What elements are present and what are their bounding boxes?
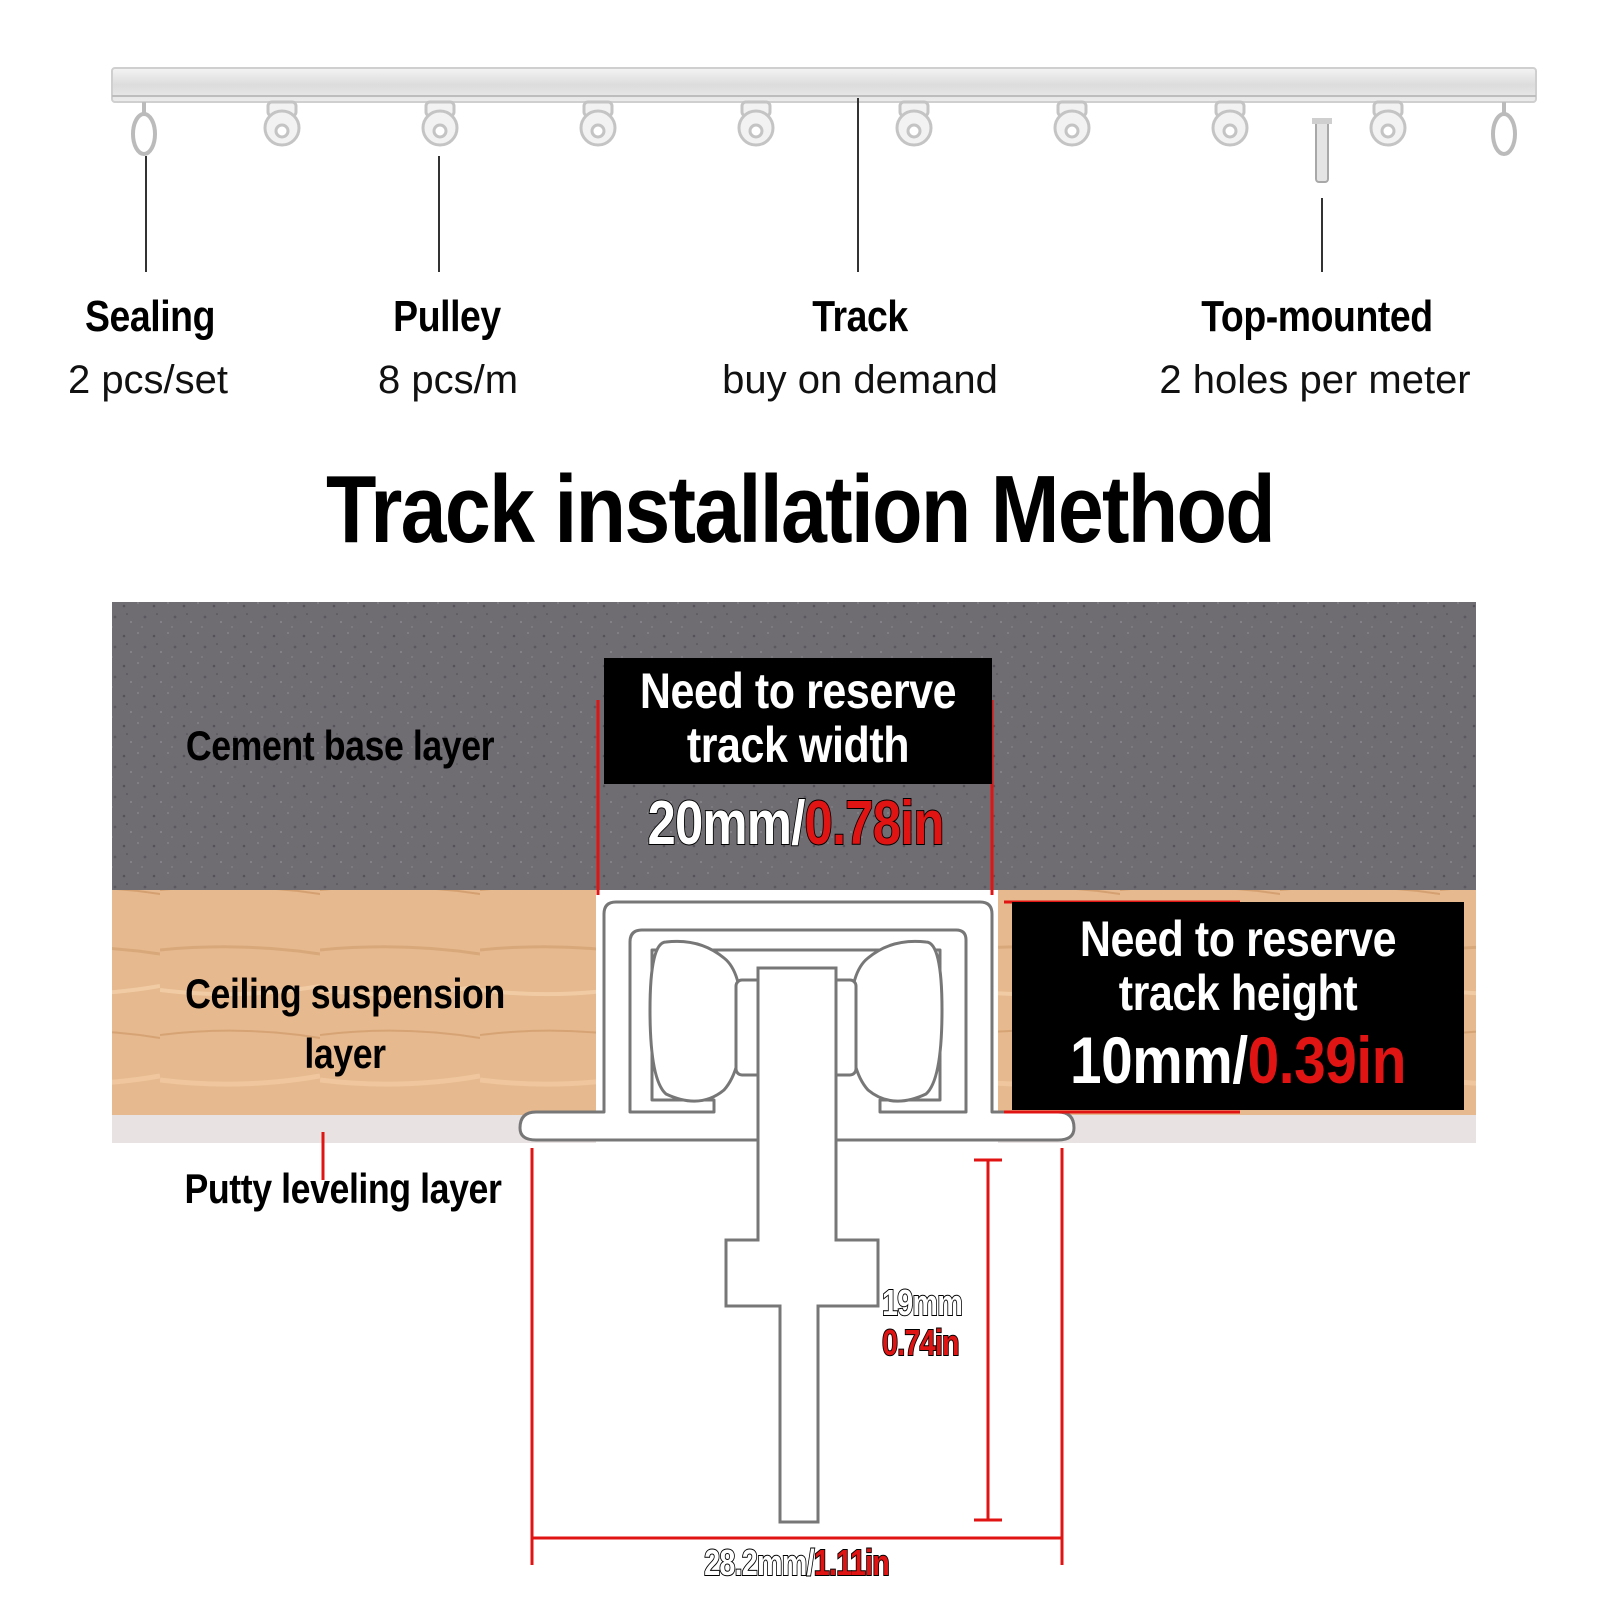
part-detail-sealing: 2 pcs/set — [67, 358, 229, 402]
width-callout-line1: Need to reserve — [639, 663, 957, 719]
height-value: 10mm/0.39in — [1044, 1020, 1433, 1100]
horizontal-dimension-metric: 28.2mm/ — [704, 1541, 816, 1584]
putty-layer-label: Putty leveling layer — [184, 1165, 502, 1212]
width-callout-line2: track width — [686, 717, 910, 773]
part-title-track: Track — [812, 292, 908, 341]
width-value-metric: 20mm/ — [647, 788, 806, 859]
sealing-clip-left — [131, 102, 157, 156]
part-title-pulley: Pulley — [393, 292, 501, 341]
mounting-screw — [1312, 118, 1332, 183]
leader-lines — [145, 98, 1323, 272]
height-callout-line1: Need to reserve — [1079, 911, 1397, 967]
vertical-dimension — [974, 1158, 1002, 1522]
part-title-sealing: Sealing — [84, 292, 216, 341]
width-value-imperial: 0.78in — [804, 788, 946, 859]
height-value-metric: 10mm/ — [1069, 1023, 1248, 1097]
installation-cross-section — [112, 602, 1476, 1565]
page-title: Track installation Method — [326, 456, 1276, 563]
track-height-callout: Need to reserve track height 10mm/0.39in — [1012, 902, 1464, 1110]
vertical-dimension-imperial: 0.74in — [881, 1321, 960, 1364]
sealing-clip-right — [1491, 102, 1517, 156]
vertical-dimension-metric: 19mm — [881, 1281, 963, 1324]
height-callout-line2: track height — [1118, 965, 1358, 1021]
track-width-callout: Need to reserve track width — [604, 658, 992, 784]
ceiling-layer-label-line1: Ceiling suspension — [185, 970, 505, 1017]
width-guide-lines — [596, 700, 994, 895]
part-detail-top-mounted: 2 holes per meter — [1159, 358, 1471, 402]
height-value-imperial: 0.39in — [1247, 1023, 1407, 1097]
width-value: 20mm/0.78in — [598, 788, 994, 859]
horizontal-dimension — [530, 1148, 1064, 1565]
roller-carriage — [648, 939, 944, 1524]
pulley-row — [263, 100, 1407, 147]
horizontal-dimension-imperial: 1.11in — [813, 1541, 891, 1584]
cement-layer-label: Cement base layer — [185, 722, 495, 769]
part-detail-pulley: 8 pcs/m — [377, 358, 519, 402]
track-product-illustration — [111, 67, 1537, 272]
ceiling-layer-label-line2: layer — [304, 1030, 386, 1077]
horizontal-dimension-label: 28.2mm/1.11in — [532, 1541, 1062, 1584]
part-detail-track: buy on demand — [722, 358, 998, 402]
part-title-top-mounted: Top-mounted — [1201, 292, 1433, 341]
